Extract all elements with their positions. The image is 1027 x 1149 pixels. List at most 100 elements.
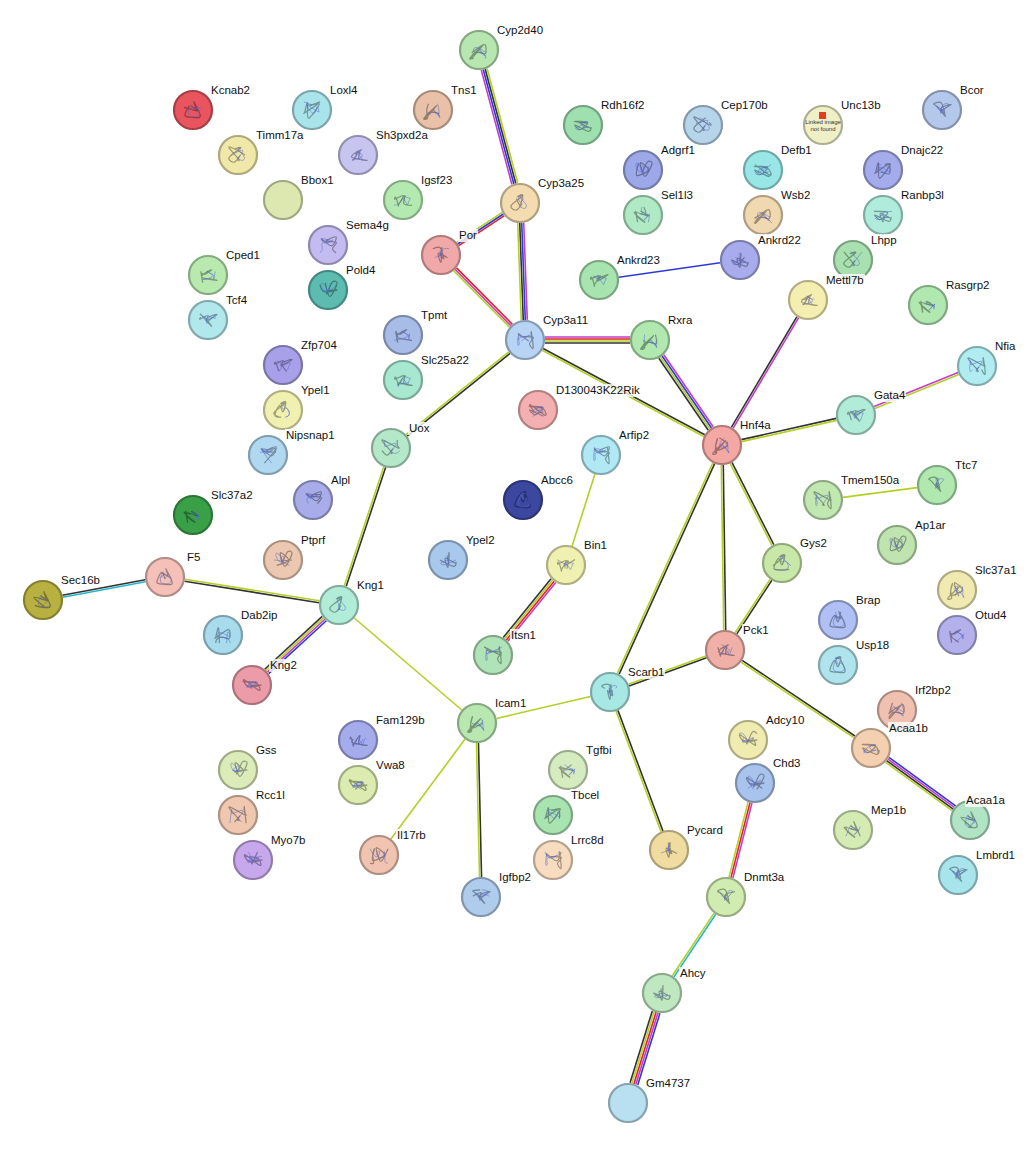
node-label: Unc13b [840,99,882,112]
evidence-line [485,69,516,183]
node-circle [937,615,977,655]
node-label: Dab2ip [240,609,278,622]
evidence-line [455,269,511,326]
protein-node: Ap1ar [877,525,917,565]
node-circle [232,665,272,705]
interaction-edge [391,739,465,839]
protein-node: Slc37a2 [173,495,213,535]
node-label: Dnmt3a [743,871,785,884]
node-label: Ankrd23 [616,254,661,267]
protein-node: Ttc7 [917,465,957,505]
node-label: Pycard [686,824,724,837]
evidence-line [617,463,712,674]
protein-node: Dnajc22 [863,150,903,190]
interaction-edge [731,317,798,429]
evidence-line [634,1012,656,1084]
evidence-line [660,357,709,429]
protein-node: Tgfbi [548,750,588,790]
node-label: Lrrc8d [570,834,605,847]
protein-node: Ptprf [263,540,303,580]
node-circle [145,557,185,597]
node-label: Nipsnap1 [285,429,336,442]
interaction-edge [454,268,513,327]
evidence-line [731,317,797,428]
node-label: Gss [255,744,277,757]
protein-node: Pold4 [308,270,348,310]
node-label: Ypel1 [300,384,331,397]
interaction-edge [476,743,481,877]
node-label: Sel1l3 [660,189,694,202]
node-label: Acaa1b [888,722,929,735]
node-label: Ttc7 [954,459,978,472]
protein-node: Mep1b [833,810,873,850]
protein-node: D130043K22Rik [518,390,558,430]
evidence-line [572,474,595,546]
node-circle [383,315,423,355]
protein-node: Sh3pxd2a [338,135,378,175]
node-circle [218,135,258,175]
node-circle [706,877,746,917]
node-circle [188,255,228,295]
protein-node: Rasgrp2 [908,285,948,325]
evidence-line [542,350,704,436]
protein-node: Uox [371,428,411,468]
evidence-line [632,1012,654,1084]
protein-node: Ahcy [642,973,682,1013]
node-circle [623,195,663,235]
evidence-line [731,802,750,877]
node-label: Slc37a1 [974,564,1018,577]
node-circle [877,525,917,565]
node-circle [338,135,378,175]
node-circle [728,720,768,760]
node-circle [338,720,378,760]
node-label: Abcc6 [540,474,574,487]
node-label: Kcnab2 [210,84,251,97]
node-label: Pck1 [742,624,770,637]
interaction-edge [843,488,917,498]
node-label: Pold4 [345,264,376,277]
node-label: Tns1 [450,84,478,97]
node-label: Itsn1 [510,629,537,642]
node-label: Icam1 [494,697,527,710]
node-circle [233,840,273,880]
node-label: Nfia [994,340,1016,353]
evidence-line [636,1013,658,1085]
evidence-line [545,338,630,340]
node-circle [293,480,333,520]
protein-node: Rxra [630,320,670,360]
evidence-line [354,618,462,710]
protein-node: Otud4 [937,615,977,655]
node-circle [818,645,858,685]
protein-node: Defb1 [743,150,783,190]
node-circle [173,90,213,130]
interaction-edge [354,618,462,710]
evidence-line [508,582,556,641]
node-label: Sema4g [345,219,390,232]
node-circle [383,180,423,220]
protein-node: Sel1l3 [623,195,663,235]
node-circle [863,150,903,190]
protein-node: Rcc1l [218,795,258,835]
node-circle [579,260,619,300]
node-circle [546,545,586,585]
protein-node: Pck1 [705,630,745,670]
protein-node: Gm4737 [608,1083,648,1123]
evidence-line [733,803,752,878]
node-circle [851,728,891,768]
node-circle [203,615,243,655]
protein-node: Sec16b [23,580,63,620]
node-circle [743,195,783,235]
interaction-edge [730,462,774,545]
node-circle [735,763,775,803]
node-circle [863,195,903,235]
evidence-line [457,212,503,242]
node-label: Cep170b [720,99,769,112]
protein-node: Mettl7b [788,280,828,320]
node-circle [705,630,745,670]
node-label: Adcy10 [765,714,805,727]
node-label: Sh3pxd2a [375,129,429,142]
node-circle [720,240,760,280]
protein-node: Scarb1 [590,672,630,712]
protein-node: Kng2 [232,665,272,705]
node-circle [308,270,348,310]
